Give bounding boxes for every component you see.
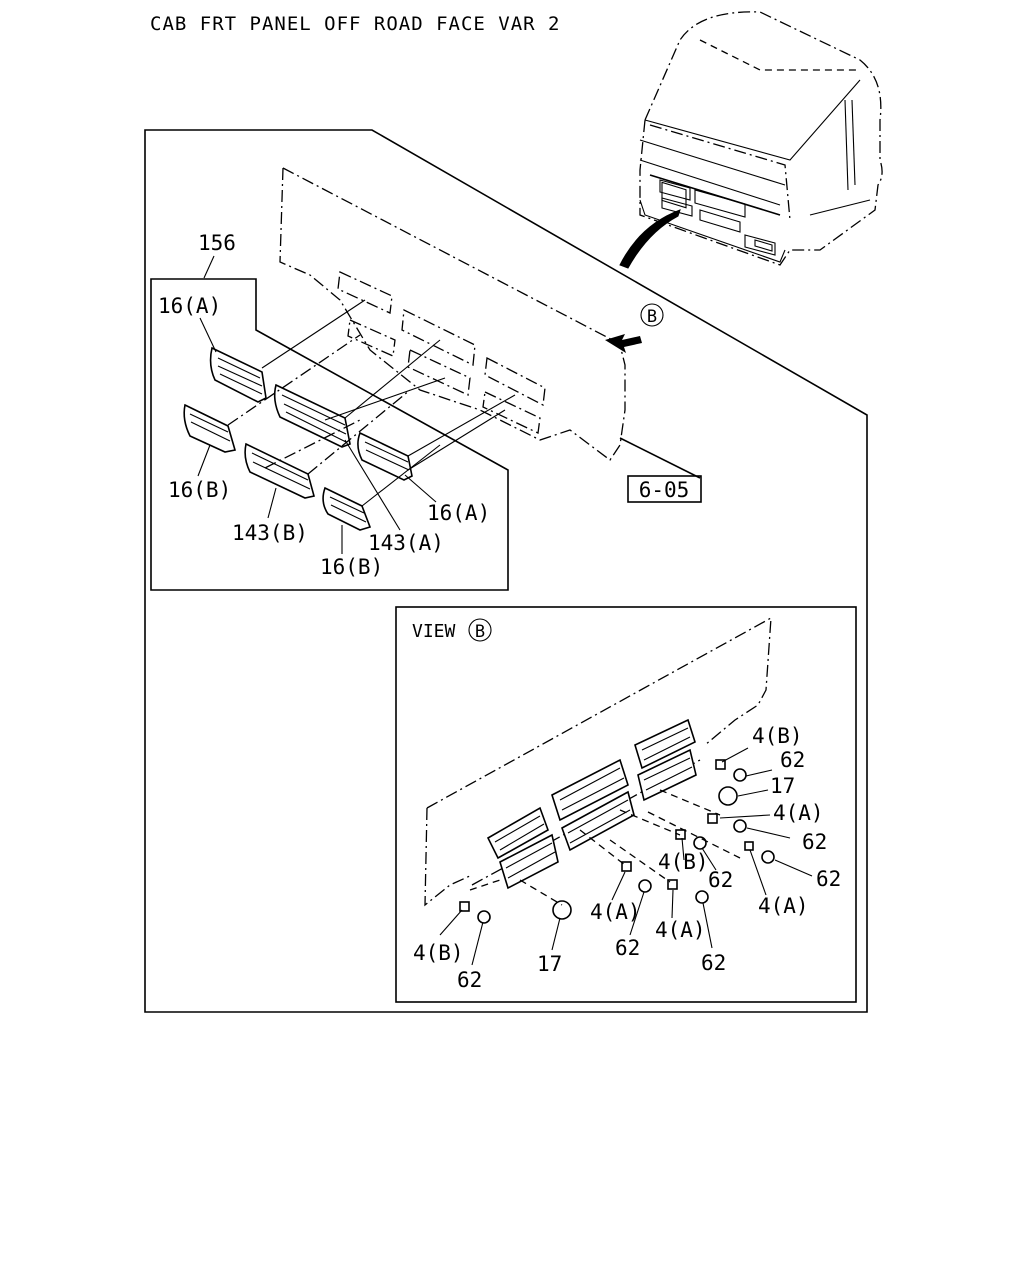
view-b-arrow: B [605,303,664,353]
grille-16a-right [357,431,413,481]
ref-box [627,475,702,503]
label-143a: 143(A) [368,531,444,555]
diagram-title: CAB FRT PANEL OFF ROAD FACE VAR 2 [150,13,561,35]
view-b-frame [395,606,857,1003]
label-62-d: 62 [708,868,733,892]
cab-illustration [619,11,883,269]
label-17-bottom: 17 [537,952,562,976]
view-b-panel [424,616,772,907]
label-62-b: 62 [802,830,827,854]
label-17-top: 17 [770,774,795,798]
view-b-title-marker: B [475,622,485,642]
main-frame [144,129,868,1013]
label-16b-left: 16(B) [168,478,231,502]
label-4b-top: 4(B) [752,724,803,748]
grille-16b-left [183,403,237,453]
label-62-c: 62 [816,867,841,891]
label-4a-d: 4(A) [655,918,706,942]
label-4a-c: 4(A) [590,900,641,924]
label-143b: 143(B) [232,521,308,545]
label-62-a: 62 [780,748,805,772]
ref-label: 6-05 [639,478,690,502]
label-62-e: 62 [615,936,640,960]
label-62-g: 62 [457,968,482,992]
grille-group-frame [150,278,509,591]
grille-143a [273,383,351,448]
label-16b-bottom: 16(B) [320,555,383,579]
label-4b-bottom: 4(B) [413,941,464,965]
leader-lines [227,299,516,507]
grille-143b [244,442,315,499]
label-4a-b: 4(A) [758,894,809,918]
front-panel [279,167,701,479]
label-16a-top: 16(A) [158,294,221,318]
grille-16a-top [209,346,267,403]
view-b-leaders [439,747,813,966]
grille-16b-bottom [322,486,372,531]
label-62-f: 62 [701,951,726,975]
view-b-fasteners [459,759,775,924]
label-156: 156 [198,231,236,255]
label-4b-mid: 4(B) [658,850,709,874]
view-b-marker-label: B [647,307,657,327]
label-16a-right: 16(A) [427,501,490,525]
view-b-title: VIEW [412,621,456,642]
label-4a-a: 4(A) [773,801,824,825]
